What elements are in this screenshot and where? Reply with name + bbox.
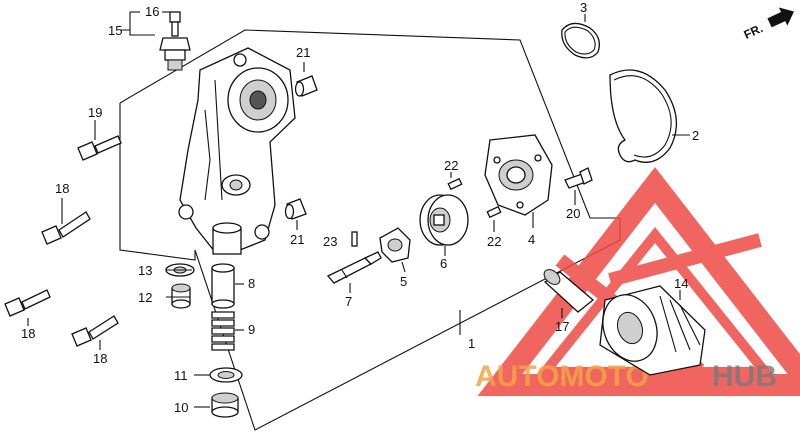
callout-18-left: 18 [21, 326, 35, 341]
front-direction-marker: FR. [742, 7, 795, 42]
callout-7: 7 [345, 294, 352, 309]
callout-3: 3 [580, 0, 587, 15]
callout-23: 23 [323, 234, 337, 249]
front-arrow-icon [767, 7, 795, 28]
callout-13: 13 [138, 263, 152, 278]
callout-22-upper: 22 [444, 158, 458, 173]
collar-lower [284, 198, 307, 220]
oil-filter [599, 285, 706, 376]
fr-label: FR. [742, 21, 765, 42]
callout-19: 19 [88, 105, 102, 120]
joint-bolt-17 [543, 269, 595, 313]
callout-12: 12 [138, 290, 152, 305]
relief-spring [211, 311, 235, 351]
inner-rotor [379, 227, 411, 263]
collar-upper [294, 75, 318, 97]
callout-8: 8 [248, 276, 255, 291]
plug-bolt-12 [171, 283, 191, 309]
bolt-20 [564, 167, 593, 189]
callout-17: 17 [555, 319, 569, 334]
oil-pressure-switch [159, 11, 191, 71]
callout-10: 10 [174, 400, 188, 415]
callout-14: 14 [674, 276, 688, 291]
callout-22-lower: 22 [487, 234, 501, 249]
flange-bolt-18-lower [71, 315, 119, 347]
callout-15: 15 [108, 23, 122, 38]
flange-bolt-18-upper [41, 211, 91, 245]
pump-cover-plate [484, 134, 553, 216]
sealing-bolt-10 [211, 392, 239, 418]
callout-11: 11 [174, 368, 188, 383]
dowel-pin-lower [486, 205, 502, 219]
callout-4: 4 [528, 232, 535, 247]
flange-bolt-19 [77, 135, 122, 161]
pump-rotor [419, 194, 469, 246]
roll-pin [351, 231, 358, 247]
gasket-large [609, 69, 678, 163]
leader-15 [120, 29, 155, 36]
watermark-text-main: AUTOMOTO [475, 360, 649, 393]
dowel-pin-upper [447, 177, 463, 191]
callout-20: 20 [566, 206, 580, 221]
callout-16: 16 [145, 4, 159, 19]
callout-1: 1 [468, 336, 475, 351]
callout-21-lower: 21 [290, 232, 304, 247]
relief-valve-piston [211, 263, 235, 309]
callout-21-upper: 21 [296, 45, 310, 60]
callout-2: 2 [692, 128, 699, 143]
gasket-small [561, 22, 601, 59]
oil-pump-housing [178, 47, 296, 255]
callout-6: 6 [440, 256, 447, 271]
flange-bolt-18-left [4, 289, 51, 317]
pump-shaft [326, 251, 382, 284]
callout-5: 5 [400, 274, 407, 289]
callout-9: 9 [248, 322, 255, 337]
callout-18-lower: 18 [93, 351, 107, 366]
callout-18-upper: 18 [55, 181, 69, 196]
watermark-text-hub: HUB [712, 360, 777, 393]
